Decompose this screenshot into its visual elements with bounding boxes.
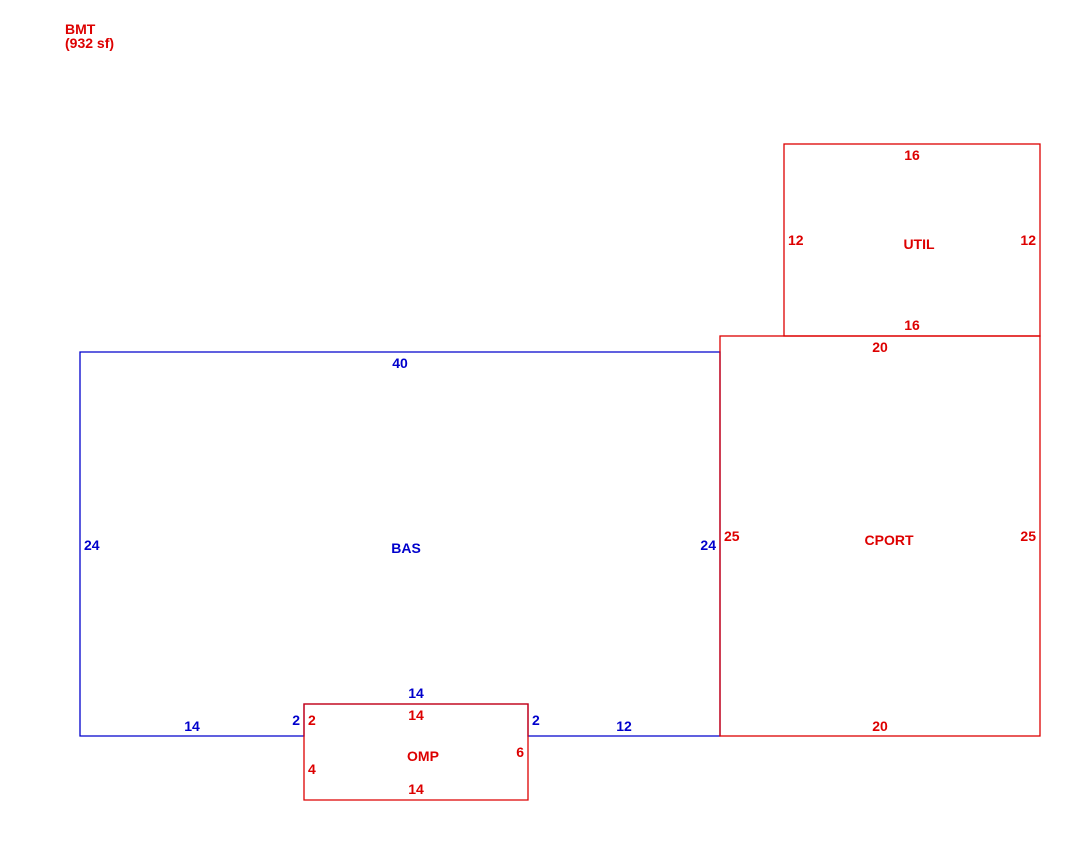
bas-dim-bottom-right: 12 — [616, 718, 632, 734]
cport-label: CPORT — [865, 532, 914, 548]
area-omp — [303, 703, 529, 801]
legend-code: BMT — [65, 21, 96, 37]
omp-dim-bottom: 14 — [408, 781, 424, 797]
util-dim-top: 16 — [904, 147, 920, 163]
cport-dim-bottom: 20 — [872, 718, 888, 734]
cport-dim-left: 25 — [724, 528, 740, 544]
bas-dim-step-right: 2 — [532, 712, 540, 728]
util-dim-right: 12 — [1020, 232, 1036, 248]
bas-dim-top: 40 — [392, 355, 408, 371]
omp-dim-left-upper: 2 — [308, 712, 316, 728]
util-dim-left: 12 — [788, 232, 804, 248]
bas-dim-step-top: 14 — [408, 685, 424, 701]
bas-label: BAS — [391, 540, 421, 556]
bas-dim-step-left: 2 — [292, 712, 300, 728]
omp-label: OMP — [407, 748, 439, 764]
omp-outline — [303, 703, 529, 801]
omp-dim-left-lower: 4 — [308, 761, 316, 777]
omp-dim-right: 6 — [516, 744, 524, 760]
bas-dim-bottom-left: 14 — [184, 718, 200, 734]
bas-dim-right: 24 — [700, 537, 716, 553]
cport-dim-top: 20 — [872, 339, 888, 355]
util-outline — [783, 143, 1041, 337]
util-dim-bottom: 16 — [904, 317, 920, 333]
bas-dim-left: 24 — [84, 537, 100, 553]
util-label: UTIL — [903, 236, 935, 252]
cport-dim-right: 25 — [1020, 528, 1036, 544]
omp-dim-top: 14 — [408, 707, 424, 723]
legend: BMT (932 sf) — [65, 22, 114, 50]
area-util — [783, 143, 1041, 337]
legend-area: (932 sf) — [65, 35, 115, 51]
